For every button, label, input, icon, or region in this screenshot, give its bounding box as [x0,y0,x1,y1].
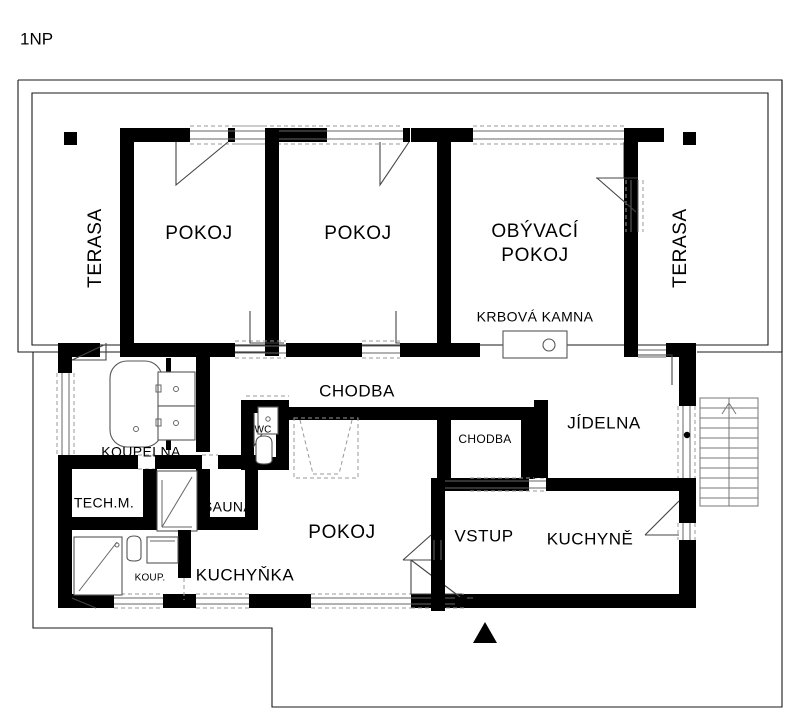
top-exterior-wall [120,128,664,142]
room-label-wc: WC [254,425,271,436]
room-label-chodba-small: CHODBA [458,432,511,446]
koupelna-walls [58,343,258,470]
chodba-main-walls [289,407,535,479]
pillar-left [64,132,77,145]
room-label-vstup: VSTUP [454,526,513,545]
page-title: 1NP [20,29,53,48]
room-label-pokoj-2: POKOJ [324,223,391,244]
room-label-tech-m: TECH.M. [74,495,134,511]
koup-small-fixtures [73,535,179,596]
koupelna-fixtures [109,358,196,450]
room-label-terasa-left: TERASA [85,208,106,288]
closet-symbol [293,417,359,479]
room-label-koupelna: KOUPELNA [101,444,181,460]
room-label-obyvaci-pokoj-line1: OBÝVACÍ [491,221,578,242]
living-room-east-door [596,128,644,232]
entrance-arrow [473,622,497,643]
vstup-walls [402,478,445,611]
top-windows-glazing [190,125,624,145]
sauna-cabin-symbol [156,470,198,532]
lower-right-exterior-wall [644,343,696,608]
stove-symbol [502,330,568,359]
label-krbova-kamna: KRBOVÁ KAMNA [477,309,594,325]
top-block-vertical-walls [120,128,638,356]
pillar-right [683,132,696,145]
room-label-obyvaci-pokoj-line2: POKOJ [501,245,568,266]
tech-sauna-walls [58,455,258,530]
room-label-pokoj-1: POKOJ [165,223,232,244]
chodba-small-jidelna-walls [431,400,682,492]
top-door-swings [175,141,625,187]
misc-structural-walls [417,407,451,420]
room-label-sauna: SAUNA [203,499,253,515]
room-label-chodba-main: CHODBA [319,381,395,400]
wc-fixtures [255,406,279,465]
room-label-koup-small: KOUP. [135,573,166,584]
lower-south-wall-left [58,593,473,609]
room-label-kuchyne: KUCHYNĚ [547,529,634,548]
room-label-kuchynka: KUCHYŇKA [196,565,295,584]
room-label-terasa-right: TERASA [670,208,691,288]
room-label-pokoj-3: POKOJ [308,522,375,543]
room-label-jidelna: JÍDELNA [567,413,641,432]
stairs-up-arrow [721,402,737,432]
outer-boundary-outline [17,79,783,708]
staircase [699,397,759,507]
top-block-south-openings [235,311,673,385]
koup-small-walls [58,530,191,608]
